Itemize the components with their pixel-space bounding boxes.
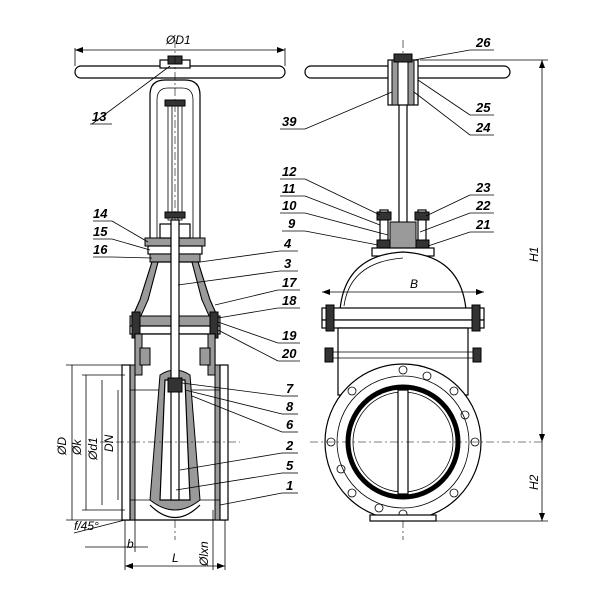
dim-dn: DN bbox=[102, 434, 116, 452]
dim-b: b bbox=[127, 537, 134, 551]
callout-7: 7 bbox=[286, 381, 294, 396]
callout-21: 21 bbox=[475, 217, 490, 232]
dim-k: Øk bbox=[70, 439, 84, 456]
callout-8: 8 bbox=[286, 399, 294, 414]
callout-26: 26 bbox=[475, 35, 491, 50]
callout-19: 19 bbox=[282, 328, 297, 343]
dim-l: L bbox=[172, 551, 179, 565]
callout-10: 10 bbox=[282, 198, 297, 213]
callout-5: 5 bbox=[286, 458, 294, 473]
right-callouts: 26 25 24 39 12 11 10 9 23 22 21 bbox=[280, 35, 494, 247]
stem bbox=[170, 219, 180, 501]
dim-d: ØD bbox=[55, 437, 69, 456]
callout-11: 11 bbox=[282, 181, 296, 196]
callout-24: 24 bbox=[475, 120, 491, 135]
callout-39: 39 bbox=[282, 114, 297, 129]
dim-lxn: Ølxn bbox=[197, 541, 211, 567]
front-view bbox=[304, 40, 545, 540]
callout-13: 13 bbox=[92, 109, 107, 124]
callout-25: 25 bbox=[475, 100, 491, 115]
callout-2: 2 bbox=[285, 438, 294, 453]
callout-4: 4 bbox=[283, 236, 292, 251]
dim-h2: H2 bbox=[527, 474, 541, 490]
dim-d1: ØD1 bbox=[165, 33, 191, 47]
left-dimensions: ØD1 ØD Øk Ød1 DN f/45° b L Ølxn bbox=[55, 33, 286, 570]
dim-d-one: Ød1 bbox=[86, 437, 100, 461]
left-callouts: 13 14 15 16 4 3 17 18 19 20 7 8 6 2 5 1 bbox=[90, 65, 300, 506]
callout-1: 1 bbox=[286, 478, 293, 493]
dim-h1: H1 bbox=[527, 247, 541, 262]
dim-bw: B bbox=[410, 277, 418, 291]
callout-6: 6 bbox=[286, 417, 294, 432]
callout-22: 22 bbox=[475, 198, 491, 213]
section-view bbox=[74, 40, 286, 540]
callout-15: 15 bbox=[93, 224, 108, 239]
callout-3: 3 bbox=[284, 256, 292, 271]
callout-20: 20 bbox=[281, 346, 297, 361]
callout-12: 12 bbox=[282, 164, 297, 179]
dim-chamfer: f/45° bbox=[74, 519, 99, 533]
callout-16: 16 bbox=[93, 242, 108, 257]
callout-18: 18 bbox=[282, 293, 297, 308]
callout-17: 17 bbox=[282, 275, 297, 290]
right-dimensions: B H1 H2 bbox=[322, 59, 548, 522]
callout-14: 14 bbox=[93, 206, 108, 221]
yoke bbox=[149, 79, 201, 250]
callout-9: 9 bbox=[288, 216, 296, 231]
callout-23: 23 bbox=[475, 180, 491, 195]
